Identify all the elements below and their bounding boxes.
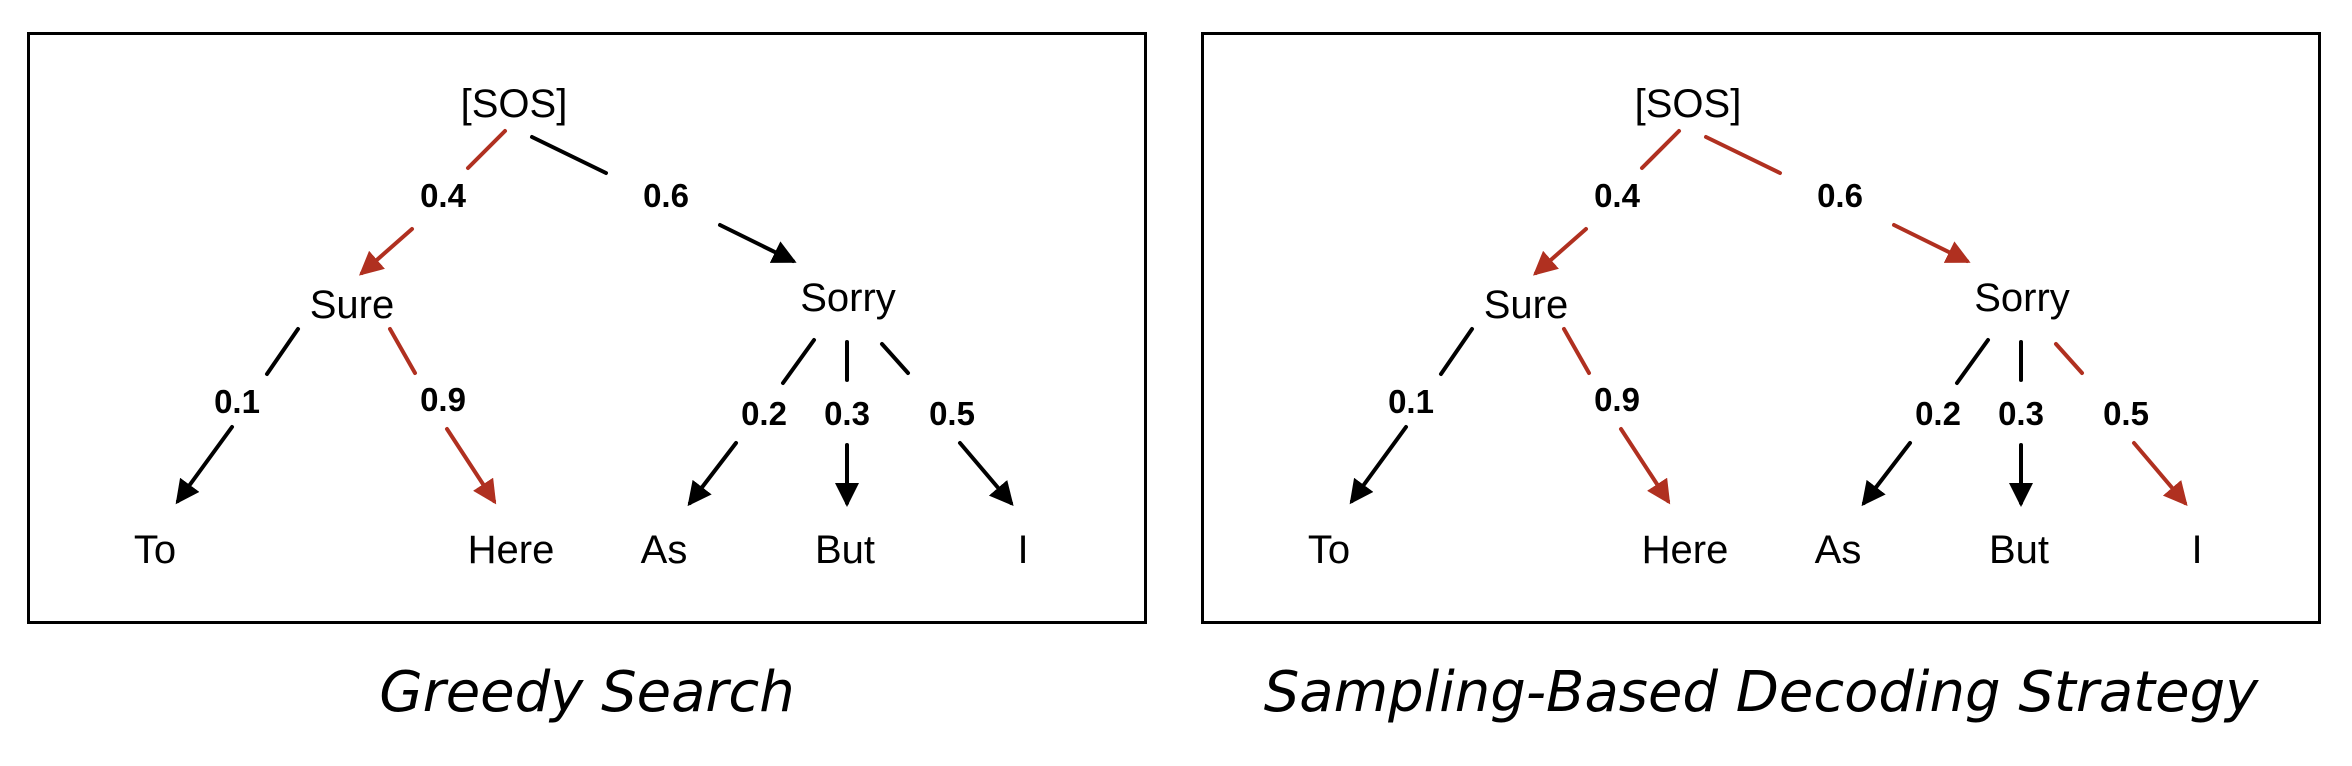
node-to: To xyxy=(1308,528,1350,572)
prob-sure-here: 0.9 xyxy=(1594,381,1640,418)
edge-sure-here xyxy=(1562,327,1671,505)
prob-sorry-but: 0.3 xyxy=(824,395,870,432)
sampling-decoding-panel: 0.4 0.6 0.1 0.9 0.2 0.3 0.5 [SOS] Sure S… xyxy=(1201,32,2321,624)
prob-sure-to: 0.1 xyxy=(214,383,260,420)
prob-sure-to: 0.1 xyxy=(1388,383,1434,420)
caption-sampling-decoding: Sampling-Based Decoding Strategy xyxy=(1263,660,2259,725)
prob-sorry-as: 0.2 xyxy=(1915,395,1961,432)
edge-sorry-i xyxy=(880,342,1014,507)
node-here: Here xyxy=(1642,528,1729,572)
prob-sorry-but: 0.3 xyxy=(1998,395,2044,432)
edge-sure-to xyxy=(175,327,300,505)
greedy-search-tree: 0.4 0.6 0.1 0.9 0.2 0.3 0.5 [SOS] Sure S… xyxy=(134,82,1029,572)
prob-sorry-i: 0.5 xyxy=(929,395,975,432)
edge-sos-sure xyxy=(1532,129,1681,276)
caption-greedy-search: Greedy Search xyxy=(379,660,795,725)
prob-sure-here: 0.9 xyxy=(420,381,466,418)
node-sure: Sure xyxy=(310,283,395,327)
node-sos: [SOS] xyxy=(1635,82,1742,126)
node-but: But xyxy=(1989,528,2049,572)
node-sure: Sure xyxy=(1484,283,1569,327)
node-i: I xyxy=(1017,528,1028,572)
node-here: Here xyxy=(468,528,555,572)
node-i: I xyxy=(2191,528,2202,572)
node-as: As xyxy=(641,528,688,572)
edge-sure-here xyxy=(388,327,497,505)
prob-sos-sorry: 0.6 xyxy=(643,177,689,214)
node-as: As xyxy=(1815,528,1862,572)
edge-sorry-as xyxy=(687,338,816,507)
greedy-search-panel: 0.4 0.6 0.1 0.9 0.2 0.3 0.5 [SOS] Sure S… xyxy=(27,32,1147,624)
prob-sorry-as: 0.2 xyxy=(741,395,787,432)
edge-sos-sorry xyxy=(1704,135,1971,263)
edge-sos-sure xyxy=(358,129,507,276)
node-sorry: Sorry xyxy=(1974,276,2070,320)
node-sorry: Sorry xyxy=(800,276,896,320)
node-but: But xyxy=(815,528,875,572)
edge-sorry-i xyxy=(2054,342,2188,507)
prob-sos-sure: 0.4 xyxy=(1594,177,1641,214)
prob-sorry-i: 0.5 xyxy=(2103,395,2149,432)
sampling-decoding-tree: 0.4 0.6 0.1 0.9 0.2 0.3 0.5 [SOS] Sure S… xyxy=(1308,82,2203,572)
node-to: To xyxy=(134,528,176,572)
prob-sos-sorry: 0.6 xyxy=(1817,177,1863,214)
edge-sorry-as xyxy=(1861,338,1990,507)
edge-sure-to xyxy=(1349,327,1474,505)
prob-sos-sure: 0.4 xyxy=(420,177,467,214)
edge-sos-sorry xyxy=(530,135,797,263)
node-sos: [SOS] xyxy=(461,82,568,126)
